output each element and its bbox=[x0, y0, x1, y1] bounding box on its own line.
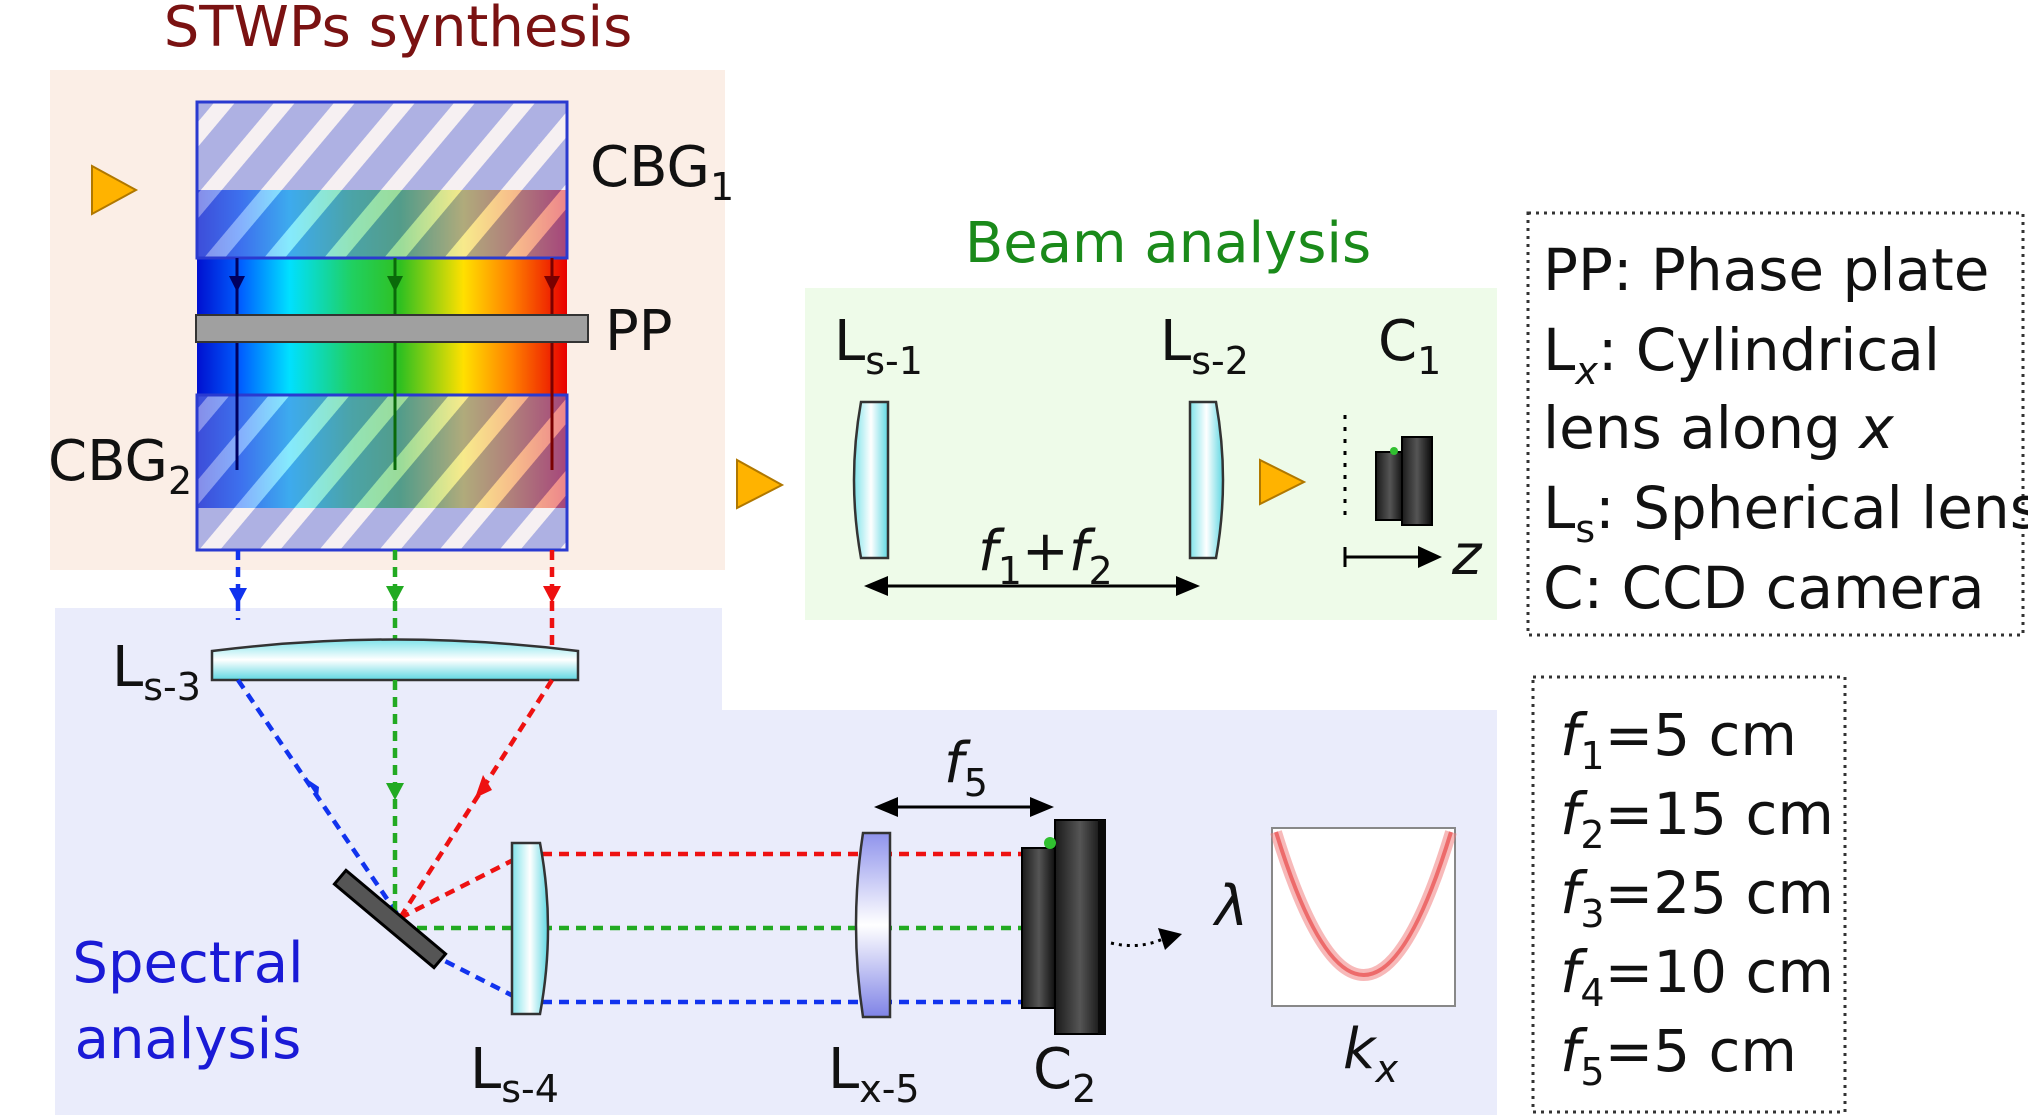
ls1-label: Ls-1 bbox=[834, 309, 923, 383]
synthesis-title: STWPs synthesis bbox=[164, 0, 633, 60]
beam-direction-marker-2 bbox=[736, 458, 785, 510]
cbg1-label: CBG1 bbox=[590, 135, 734, 209]
beam-direction-marker-3 bbox=[1259, 458, 1307, 506]
kx-label: kx bbox=[1343, 1017, 1398, 1091]
cbg2-label: CBG2 bbox=[48, 429, 192, 503]
lx5-label: Lx-5 bbox=[828, 1037, 920, 1111]
focal-length-f3: f3=25 cm bbox=[1560, 859, 1834, 936]
f1-f2-label: f1+f2 bbox=[978, 519, 1113, 593]
legend-c: C: CCD camera bbox=[1543, 554, 1985, 622]
legend-lx: Lx: Cylindrical bbox=[1543, 316, 1940, 393]
spectral-title-line1: Spectral bbox=[72, 931, 303, 996]
camera-c2 bbox=[1021, 819, 1106, 1035]
spectral-title-line2: analysis bbox=[75, 1007, 302, 1072]
f5-distance-arrow bbox=[874, 797, 1054, 817]
legend-ls: Ls: Spherical lens bbox=[1543, 474, 2028, 551]
z-label: z bbox=[1451, 523, 1483, 588]
legend-box: PP: Phase plate Lx: Cylindrical lens alo… bbox=[1526, 211, 2028, 637]
focal-length-f1: f1=5 cm bbox=[1560, 701, 1797, 778]
lens-ls4 bbox=[510, 841, 550, 1016]
z-axis-arrow bbox=[1343, 546, 1442, 568]
synthesis-vertical-rays bbox=[229, 258, 560, 470]
mirror bbox=[332, 868, 448, 970]
c2-label: C2 bbox=[1033, 1037, 1096, 1111]
spectral-rays-to-ls3 bbox=[229, 550, 561, 648]
c1-label: C1 bbox=[1378, 309, 1441, 383]
legend-lx-line2: lens along x bbox=[1543, 394, 1894, 462]
cbg1-grating bbox=[195, 100, 569, 260]
lens-ls2 bbox=[1188, 400, 1225, 560]
focal-length-f2: f2=15 cm bbox=[1560, 780, 1834, 857]
c2-output-arrow bbox=[1110, 928, 1182, 950]
input-beam bbox=[6, 164, 567, 216]
ls3-label: Ls-3 bbox=[112, 635, 201, 709]
focal-length-f5: f5=5 cm bbox=[1560, 1017, 1797, 1094]
lens-lx5 bbox=[854, 831, 892, 1019]
camera-c1 bbox=[1343, 415, 1433, 526]
lens-ls3 bbox=[210, 638, 580, 682]
lens-ls1 bbox=[852, 400, 890, 560]
pp-label: PP bbox=[605, 299, 673, 364]
spectral-rays-to-mirror bbox=[236, 678, 554, 920]
ls4-label: Ls-4 bbox=[470, 1037, 559, 1111]
f5-label: f5 bbox=[944, 731, 988, 805]
ls2-label: Ls-2 bbox=[1160, 309, 1249, 383]
cbg2-grating bbox=[195, 393, 569, 552]
beam-direction-marker-1 bbox=[91, 164, 139, 216]
lambda-label: λ bbox=[1212, 874, 1248, 939]
f1-f2-distance-arrow bbox=[864, 576, 1200, 596]
beam-analysis-title: Beam analysis bbox=[965, 211, 1371, 276]
spatiotemporal-spectrum-inset bbox=[1270, 827, 1457, 1007]
output-beam bbox=[215, 458, 1372, 510]
spectral-analysis-region bbox=[55, 608, 1497, 1115]
phase-plate bbox=[195, 314, 589, 343]
legend-pp: PP: Phase plate bbox=[1543, 236, 1989, 304]
